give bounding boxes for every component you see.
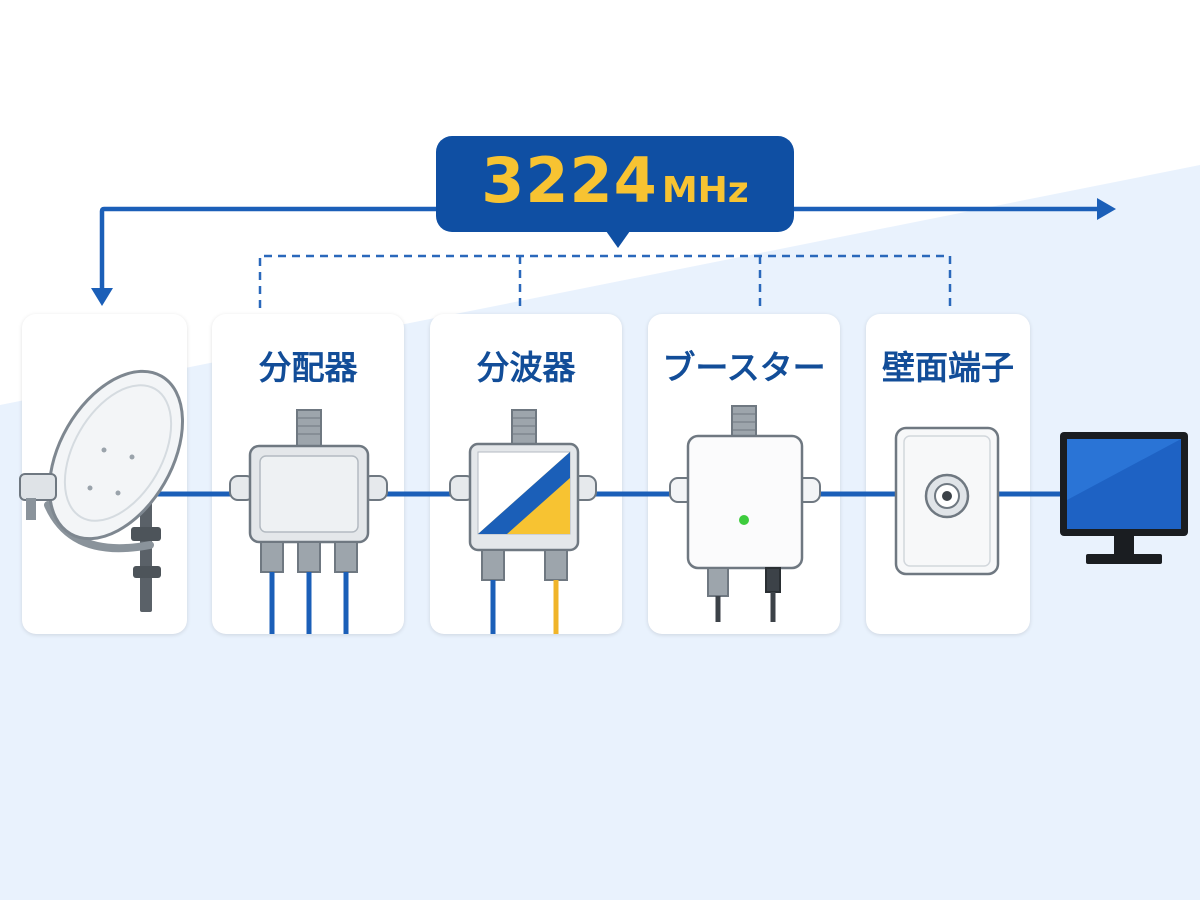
booster-label: ブースター [662,348,826,387]
wall-outlet-label: 壁面端子 [882,348,1014,387]
tv-icon [1060,432,1188,564]
led-indicator [739,515,749,525]
arrow-head-right [1097,198,1116,220]
diplexer-label: 分波器 [476,348,576,387]
frequency-value: 3224 [481,144,658,217]
booster-icon [669,405,821,622]
frequency-arrow [99,206,1100,298]
wall-outlet-icon [894,426,1000,576]
satellite-dish-icon [19,369,184,612]
arrow-head-down [91,288,113,306]
splitter-icon [229,409,388,634]
diplexer-icon [449,409,597,634]
splitter-label: 分配器 [258,348,358,387]
dashed-bracket [258,254,952,308]
frequency-unit: MHz [661,170,749,211]
frequency-badge: 3224 MHz [436,136,794,248]
